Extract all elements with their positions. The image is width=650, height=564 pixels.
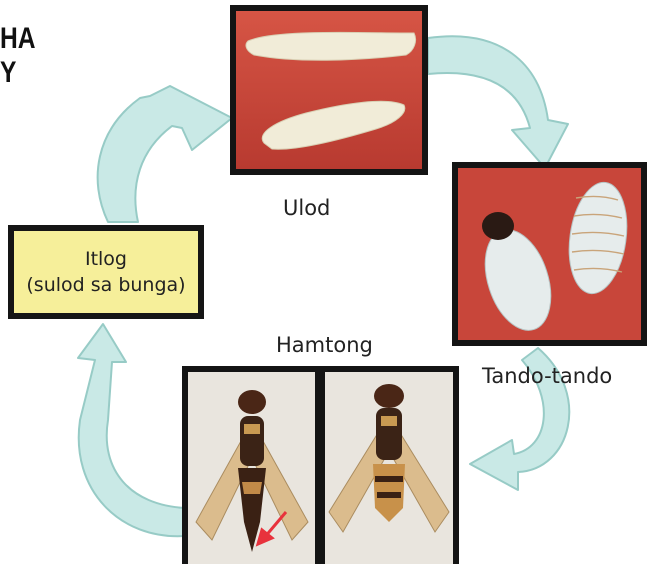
pupa-label: Tando-tando <box>482 364 612 388</box>
pupa-photo <box>452 162 647 346</box>
adult-female-panel <box>188 372 315 564</box>
pupa-left-dark-end <box>482 212 514 240</box>
larva-label: Ulod <box>283 196 330 220</box>
adult-photo <box>182 366 459 564</box>
ovipositor-pointer-arrow <box>258 512 286 544</box>
arrow-egg-to-larva <box>98 86 232 222</box>
adult-male-panel <box>325 372 453 564</box>
adult-label: Hamtong <box>276 333 373 357</box>
larva-upper <box>246 32 416 60</box>
larva-photo <box>230 5 428 175</box>
egg-location-note: (sulod sa bunga) <box>26 272 185 298</box>
arrow-adult-to-egg <box>78 324 185 536</box>
egg-label: Itlog <box>26 246 185 272</box>
egg-stage-box: Itlog (sulod sa bunga) <box>8 225 204 319</box>
arrow-larva-to-pupa <box>428 36 568 168</box>
